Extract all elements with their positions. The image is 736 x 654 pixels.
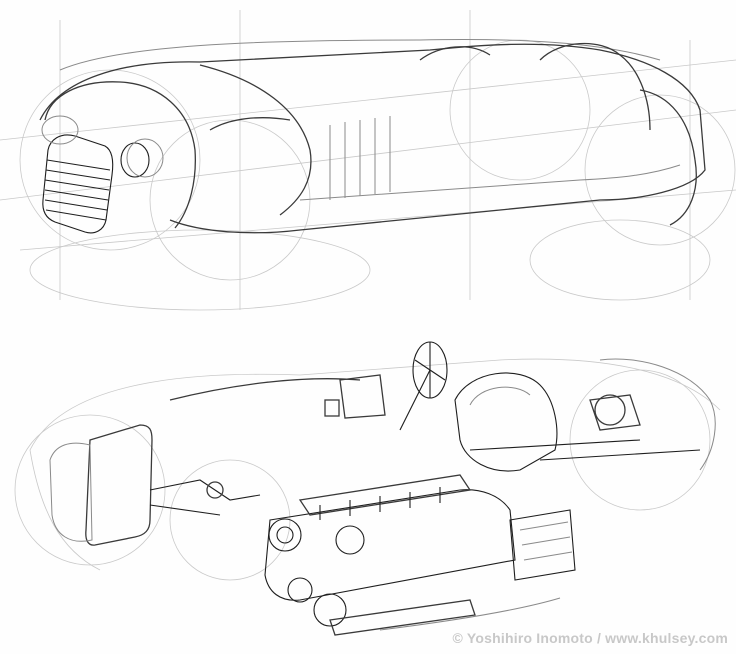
- cutaway-sketch: [0, 330, 736, 654]
- copyright-credit: © Yoshihiro Inomoto / www.khulsey.com: [452, 630, 728, 646]
- exterior-sketch: [0, 0, 736, 320]
- cutaway-sketch-drawing: [14, 341, 721, 636]
- exterior-sketch-drawing: [0, 10, 736, 311]
